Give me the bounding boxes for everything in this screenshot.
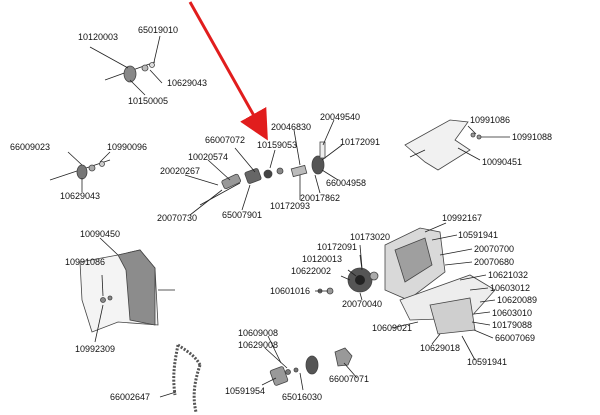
part-label: 20070730 xyxy=(157,213,197,223)
part-label: 10992167 xyxy=(442,213,482,223)
part-label: 10179088 xyxy=(492,320,532,330)
part-label: 20070700 xyxy=(474,244,514,254)
part-label: 10620089 xyxy=(497,295,537,305)
part-label: 20070680 xyxy=(474,257,514,267)
part-label: 66002647 xyxy=(110,392,150,402)
part-label: 66007072 xyxy=(205,135,245,145)
part-label: 10629018 xyxy=(420,343,460,353)
deflector-top-right xyxy=(404,119,510,171)
part-label: 10159053 xyxy=(257,140,297,150)
part-label: 10601016 xyxy=(270,286,310,296)
part-label: 10629043 xyxy=(60,191,100,201)
part-label: 10991088 xyxy=(512,132,552,142)
gearbox-assembly-right xyxy=(315,222,496,361)
part-label: 10591954 xyxy=(225,386,265,396)
part-label: 66009023 xyxy=(10,142,50,152)
sprocket-assembly-bottom xyxy=(261,335,358,391)
shaft-assembly-top-left xyxy=(89,35,163,96)
part-label: 10172091 xyxy=(317,242,357,252)
part-label: 10991086 xyxy=(470,115,510,125)
sprocket-assembly-center xyxy=(184,119,343,216)
part-label: 10090451 xyxy=(482,157,522,167)
part-label: 10120003 xyxy=(78,32,118,42)
part-label: 10609008 xyxy=(238,328,278,338)
part-label: 10622002 xyxy=(291,266,331,276)
part-label: 20049540 xyxy=(320,112,360,122)
guard-cover-left xyxy=(79,237,175,343)
part-label: 20020267 xyxy=(160,166,200,176)
part-label: 10591941 xyxy=(458,230,498,240)
part-label: 10150005 xyxy=(128,96,168,106)
part-label: 10603010 xyxy=(492,308,532,318)
part-label: 65007901 xyxy=(222,210,262,220)
part-label: 20070040 xyxy=(342,299,382,309)
part-label: 10629008 xyxy=(238,340,278,350)
part-labels: 10120003 65019010 10629043 10150005 6600… xyxy=(10,25,552,402)
part-label: 20017862 xyxy=(300,193,340,203)
part-label: 10603012 xyxy=(490,283,530,293)
part-label: 10172091 xyxy=(340,137,380,147)
part-label: 10120013 xyxy=(302,254,342,264)
part-label: 66007071 xyxy=(329,374,369,384)
part-label: 10020574 xyxy=(188,152,228,162)
part-label: 65016030 xyxy=(282,392,322,402)
part-label: 66004958 xyxy=(326,178,366,188)
drive-chain xyxy=(159,343,202,413)
part-label: 10173020 xyxy=(350,232,390,242)
part-label: 10609021 xyxy=(372,323,412,333)
gear-assembly-left xyxy=(49,151,111,192)
part-label: 10591941 xyxy=(467,357,507,367)
part-label: 10621032 xyxy=(488,270,528,280)
part-label: 10172093 xyxy=(270,201,310,211)
part-label: 10991086 xyxy=(65,257,105,267)
part-label: 10090450 xyxy=(80,229,120,239)
pointer-arrow xyxy=(188,1,268,141)
part-label: 66007069 xyxy=(495,333,535,343)
part-label: 10992309 xyxy=(75,344,115,354)
part-label: 10629043 xyxy=(167,78,207,88)
part-label: 20046830 xyxy=(271,122,311,132)
part-label: 65019010 xyxy=(138,25,178,35)
part-label: 10990096 xyxy=(107,142,147,152)
